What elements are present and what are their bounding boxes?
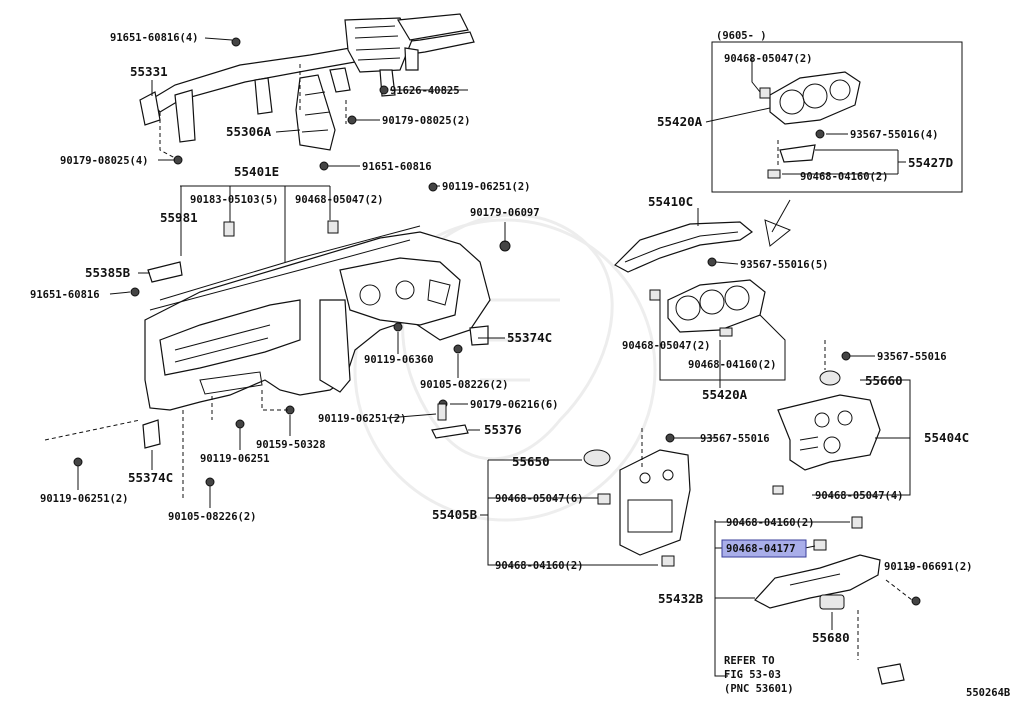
label-93567-55016-b: 93567-55016 (700, 433, 770, 445)
label-91626-40825: 91626-40825 (390, 85, 460, 97)
label-90159-50328: 90159-50328 (256, 439, 326, 451)
label-90179-08025-4: 90179-08025(4) (60, 155, 149, 167)
label-55680: 55680 (812, 630, 850, 645)
label-90468-05047-4: 90468-05047(4) (815, 490, 904, 502)
label-55427d: 55427D (908, 155, 953, 170)
label-55331: 55331 (130, 64, 168, 79)
center-cluster-55404c (777, 394, 881, 471)
label-55404c: 55404C (924, 430, 969, 445)
label-90119-06360: 90119-06360 (364, 354, 434, 366)
label-91651-60816-4: 91651-60816(4) (110, 32, 199, 44)
inset-meter-bezel (769, 71, 861, 163)
dashed-lines (44, 62, 913, 660)
label-90468-04160-2d: 90468-04160(2) (726, 517, 815, 529)
label-55385b: 55385B (85, 265, 131, 280)
leader-lines (77, 37, 913, 677)
label-93567-55016-5: 93567-55016(5) (740, 259, 829, 271)
label-90105-08226-2a: 90105-08226(2) (420, 379, 509, 391)
label-90468-04160-2a: 90468-04160(2) (800, 171, 889, 183)
label-90119-06251-2b: 90119-06251(2) (318, 413, 407, 425)
label-90119-06251: 90119-06251 (200, 453, 270, 465)
instrument-panel (144, 225, 491, 411)
label-90468-05047-2c: 90468-05047(2) (622, 340, 711, 352)
label-90468-04160-2b: 90468-04160(2) (688, 359, 777, 371)
meter-bezel-55420a (667, 279, 766, 333)
label-55401e: 55401E (234, 164, 279, 179)
label-90179-08025-2: 90179-08025(2) (382, 115, 471, 127)
label-90468-04177: 90468-04177 (726, 543, 796, 555)
highlight-90468-04177 (721, 539, 807, 558)
center-panel-55405b (619, 449, 691, 556)
meter-hood-55410c (614, 221, 754, 273)
label-55650: 55650 (512, 454, 550, 469)
label-55420a-a: 55420A (657, 114, 703, 129)
knob-and-lamps (583, 370, 845, 610)
label-55374c-a: 55374C (507, 330, 552, 345)
label-90119-06691-2: 90119-06691(2) (884, 561, 973, 573)
label-55660: 55660 (865, 373, 903, 388)
inset-arrow (764, 199, 791, 247)
label-55981: 55981 (160, 210, 198, 225)
label-55420a-b: 55420A (702, 387, 748, 402)
lower-panel-55432b (754, 554, 881, 609)
dash-reinforcement-beam (139, 13, 475, 151)
label-55374c-b: 55374C (128, 470, 173, 485)
label-93567-55016-a: 93567-55016 (877, 351, 947, 363)
inset-box (711, 41, 963, 193)
label-refer-2: FIG 53-03 (724, 669, 781, 681)
label-90468-05047-6: 90468-05047(6) (495, 493, 584, 505)
label-55432b: 55432B (658, 591, 704, 606)
label-90468-05047-2b: 90468-05047(2) (724, 53, 813, 65)
label-90179-06097: 90179-06097 (470, 207, 540, 219)
label-refer-3: (PNC 53601) (724, 683, 794, 695)
label-55376: 55376 (484, 422, 522, 437)
diagram-id: 550264B (966, 687, 1010, 699)
watermark-seal (353, 213, 657, 522)
label-90119-06251-2a: 90119-06251(2) (442, 181, 531, 193)
label-55306a: 55306A (226, 124, 272, 139)
label-90468-04160-2c: 90468-04160(2) (495, 560, 584, 572)
label-90105-08226-2b: 90105-08226(2) (168, 511, 257, 523)
label-refer-1: REFER TO (724, 655, 775, 667)
label-91651-60816-a: 91651-60816 (362, 161, 432, 173)
label-55410c: 55410C (648, 194, 693, 209)
label-90468-05047-2a: 90468-05047(2) (295, 194, 384, 206)
label-9605: (9605- ) (716, 30, 767, 42)
label-90183-05103-5: 90183-05103(5) (190, 194, 279, 206)
label-55405b: 55405B (432, 507, 478, 522)
label-91651-60816-b: 91651-60816 (30, 289, 100, 301)
label-90119-06251-2c: 90119-06251(2) (40, 493, 129, 505)
fasteners (73, 37, 921, 685)
label-90179-06216-6: 90179-06216(6) (470, 399, 559, 411)
part-labels: 91651-60816(4) 55331 91626-40825 90179-0… (30, 30, 1010, 699)
label-93567-55016-4: 93567-55016(4) (850, 129, 939, 141)
